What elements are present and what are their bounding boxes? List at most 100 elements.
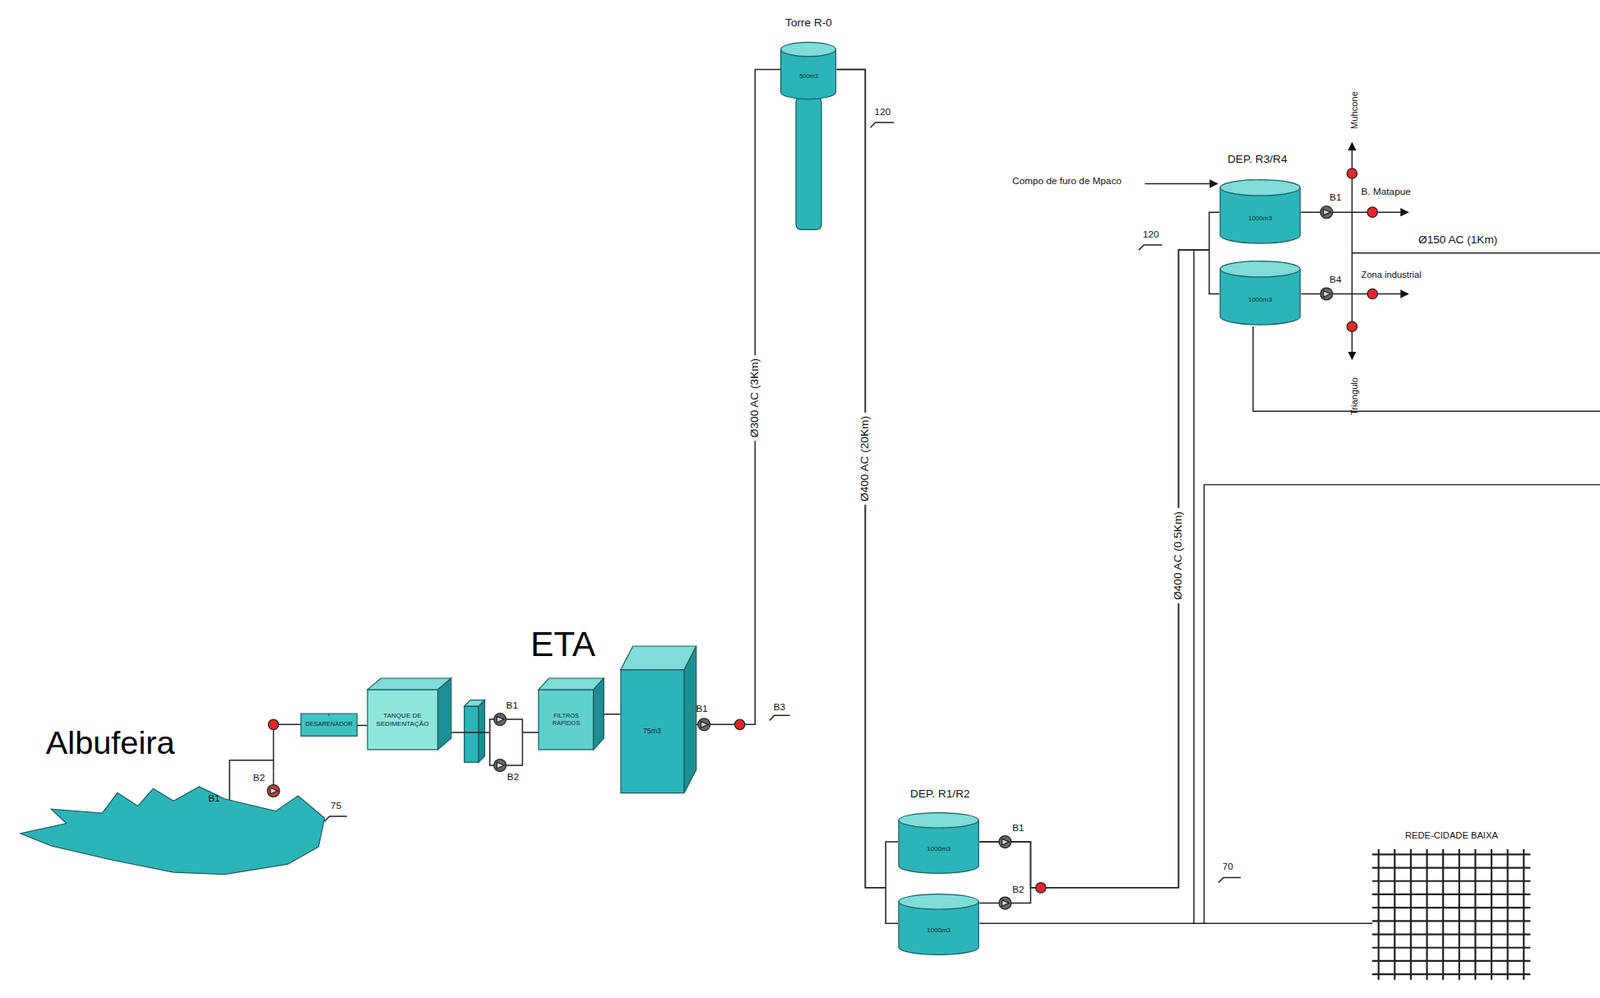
box-side — [593, 678, 605, 750]
valve-dot — [1346, 321, 1357, 332]
clear-water-tank: 75m3 — [620, 646, 697, 794]
node-shape — [20, 770, 327, 878]
node-label: 75m3 — [620, 669, 685, 793]
callout-label: Compo de furo de Mpaco — [1012, 175, 1122, 187]
valve-dot — [1367, 207, 1378, 218]
callout-label: B2 — [253, 772, 265, 784]
node-heading: Albufeira — [46, 724, 176, 763]
lake-outline — [20, 786, 325, 875]
callout-label: B1 — [1329, 191, 1342, 204]
callout-label: B3 — [773, 701, 786, 713]
box-top — [367, 678, 452, 690]
pipe-connector — [695, 69, 781, 725]
storage-tank: 1000m3 — [897, 892, 980, 957]
node-shape — [1219, 259, 1301, 327]
node-shape — [897, 811, 980, 875]
level-mark — [324, 816, 347, 822]
box-side — [684, 646, 697, 794]
tank-top — [898, 893, 979, 909]
level-mark — [1218, 878, 1241, 884]
city-network: REDE-CIDADE BAIXA — [1372, 849, 1531, 981]
grit-chamber: DESARENADOR — [300, 713, 357, 736]
node-label: 1000m3 — [1219, 278, 1301, 322]
pipe-label: Ø400 AC (20Km) — [858, 413, 874, 506]
callout-label: B4 — [1329, 273, 1342, 286]
node-shape — [620, 646, 697, 794]
node-label: TANQUE DE SEDIMENTAÇÃO — [367, 689, 438, 750]
callout-label: 120 — [1142, 228, 1160, 241]
pump-symbol — [1320, 287, 1333, 301]
level-mark — [769, 715, 791, 721]
callout-label: B1 — [695, 702, 708, 715]
channel-top — [464, 700, 486, 707]
pipe-grid — [1372, 849, 1531, 981]
node-label: 1000m3 — [1219, 197, 1301, 241]
callout-label: B2 — [1012, 883, 1024, 896]
sedimentation-tank: TANQUE DE SEDIMENTAÇÃO — [367, 678, 452, 750]
callout-label: Triangulo — [1348, 376, 1360, 415]
storage-tank: 1000m3 — [1219, 259, 1301, 327]
outlet-pipe — [1300, 293, 1408, 295]
node-label: 1000m3 — [897, 910, 980, 951]
callout-label: DEP. R3/R4 — [1227, 152, 1288, 167]
pump-symbol — [998, 836, 1012, 849]
node-shape — [780, 41, 837, 101]
node-shape — [1372, 849, 1531, 981]
reservoir-lake: Albufeira — [20, 770, 327, 878]
chamber-divider — [328, 713, 330, 717]
node-shape — [897, 892, 980, 957]
filter-block: FILTROS RAPIDOS — [538, 678, 604, 750]
distribution-pipe — [1193, 249, 1194, 924]
outlet-pipe — [1300, 211, 1408, 213]
callout-label: B2 — [507, 771, 519, 783]
node-label: DESARENADOR — [300, 713, 357, 736]
callout-label: B. Matapue — [1361, 185, 1411, 198]
node-label: 1000m3 — [897, 828, 980, 870]
valve-dot — [268, 719, 278, 730]
box-outline — [300, 713, 357, 736]
valve-dot — [735, 719, 745, 730]
callout-label: 75 — [330, 800, 342, 812]
node-heading: REDE-CIDADE BAIXA — [1405, 830, 1499, 842]
valve-dot — [1346, 168, 1357, 179]
callout-label: B1 — [1012, 822, 1024, 834]
callout-label: DEP. R1/R2 — [910, 787, 971, 801]
callout-label: 70 — [1222, 860, 1234, 873]
node-heading: Torre R-0 — [785, 16, 833, 30]
box-front — [538, 689, 594, 750]
distribution-pipe — [1351, 252, 1600, 254]
callout-label: Zona industrial — [1361, 269, 1422, 281]
node-label: 500m3 — [780, 57, 837, 96]
pump-symbol — [267, 785, 280, 798]
pipe-label: Ø400 AC (0.5Km) — [1171, 508, 1187, 605]
channel-front — [464, 706, 479, 763]
distribution-pipe — [1253, 326, 1600, 412]
section-title: ETA — [530, 624, 596, 666]
channel-side — [478, 700, 485, 764]
pipe-connector — [979, 249, 1220, 888]
pump-symbol — [494, 759, 507, 773]
tank-top — [781, 41, 837, 56]
level-mark — [870, 122, 895, 128]
pump-symbol — [494, 713, 507, 727]
valve-dot — [1035, 883, 1046, 893]
tower-stem — [795, 97, 822, 230]
water-tower: Torre R-0500m3 — [780, 41, 837, 101]
callout-label: B1 — [506, 699, 518, 712]
pipe-connector — [273, 724, 302, 771]
level-mark — [1138, 245, 1163, 250]
pipe-connector — [979, 212, 1220, 888]
pump-bypass-pipe — [490, 732, 523, 766]
pump-symbol — [998, 897, 1012, 910]
storage-tank: 1000m3 — [897, 811, 980, 875]
valve-dot — [1367, 288, 1378, 299]
distribution-pipe — [1203, 485, 1600, 925]
tank-top — [1220, 261, 1300, 278]
callout-label: 120 — [874, 106, 892, 118]
storage-tank: 1000m3 — [1219, 178, 1301, 246]
pipe-connector — [836, 69, 898, 924]
callout-label: Muhcone — [1348, 91, 1360, 130]
pipe-connector — [979, 922, 1373, 925]
box-front — [367, 689, 438, 750]
